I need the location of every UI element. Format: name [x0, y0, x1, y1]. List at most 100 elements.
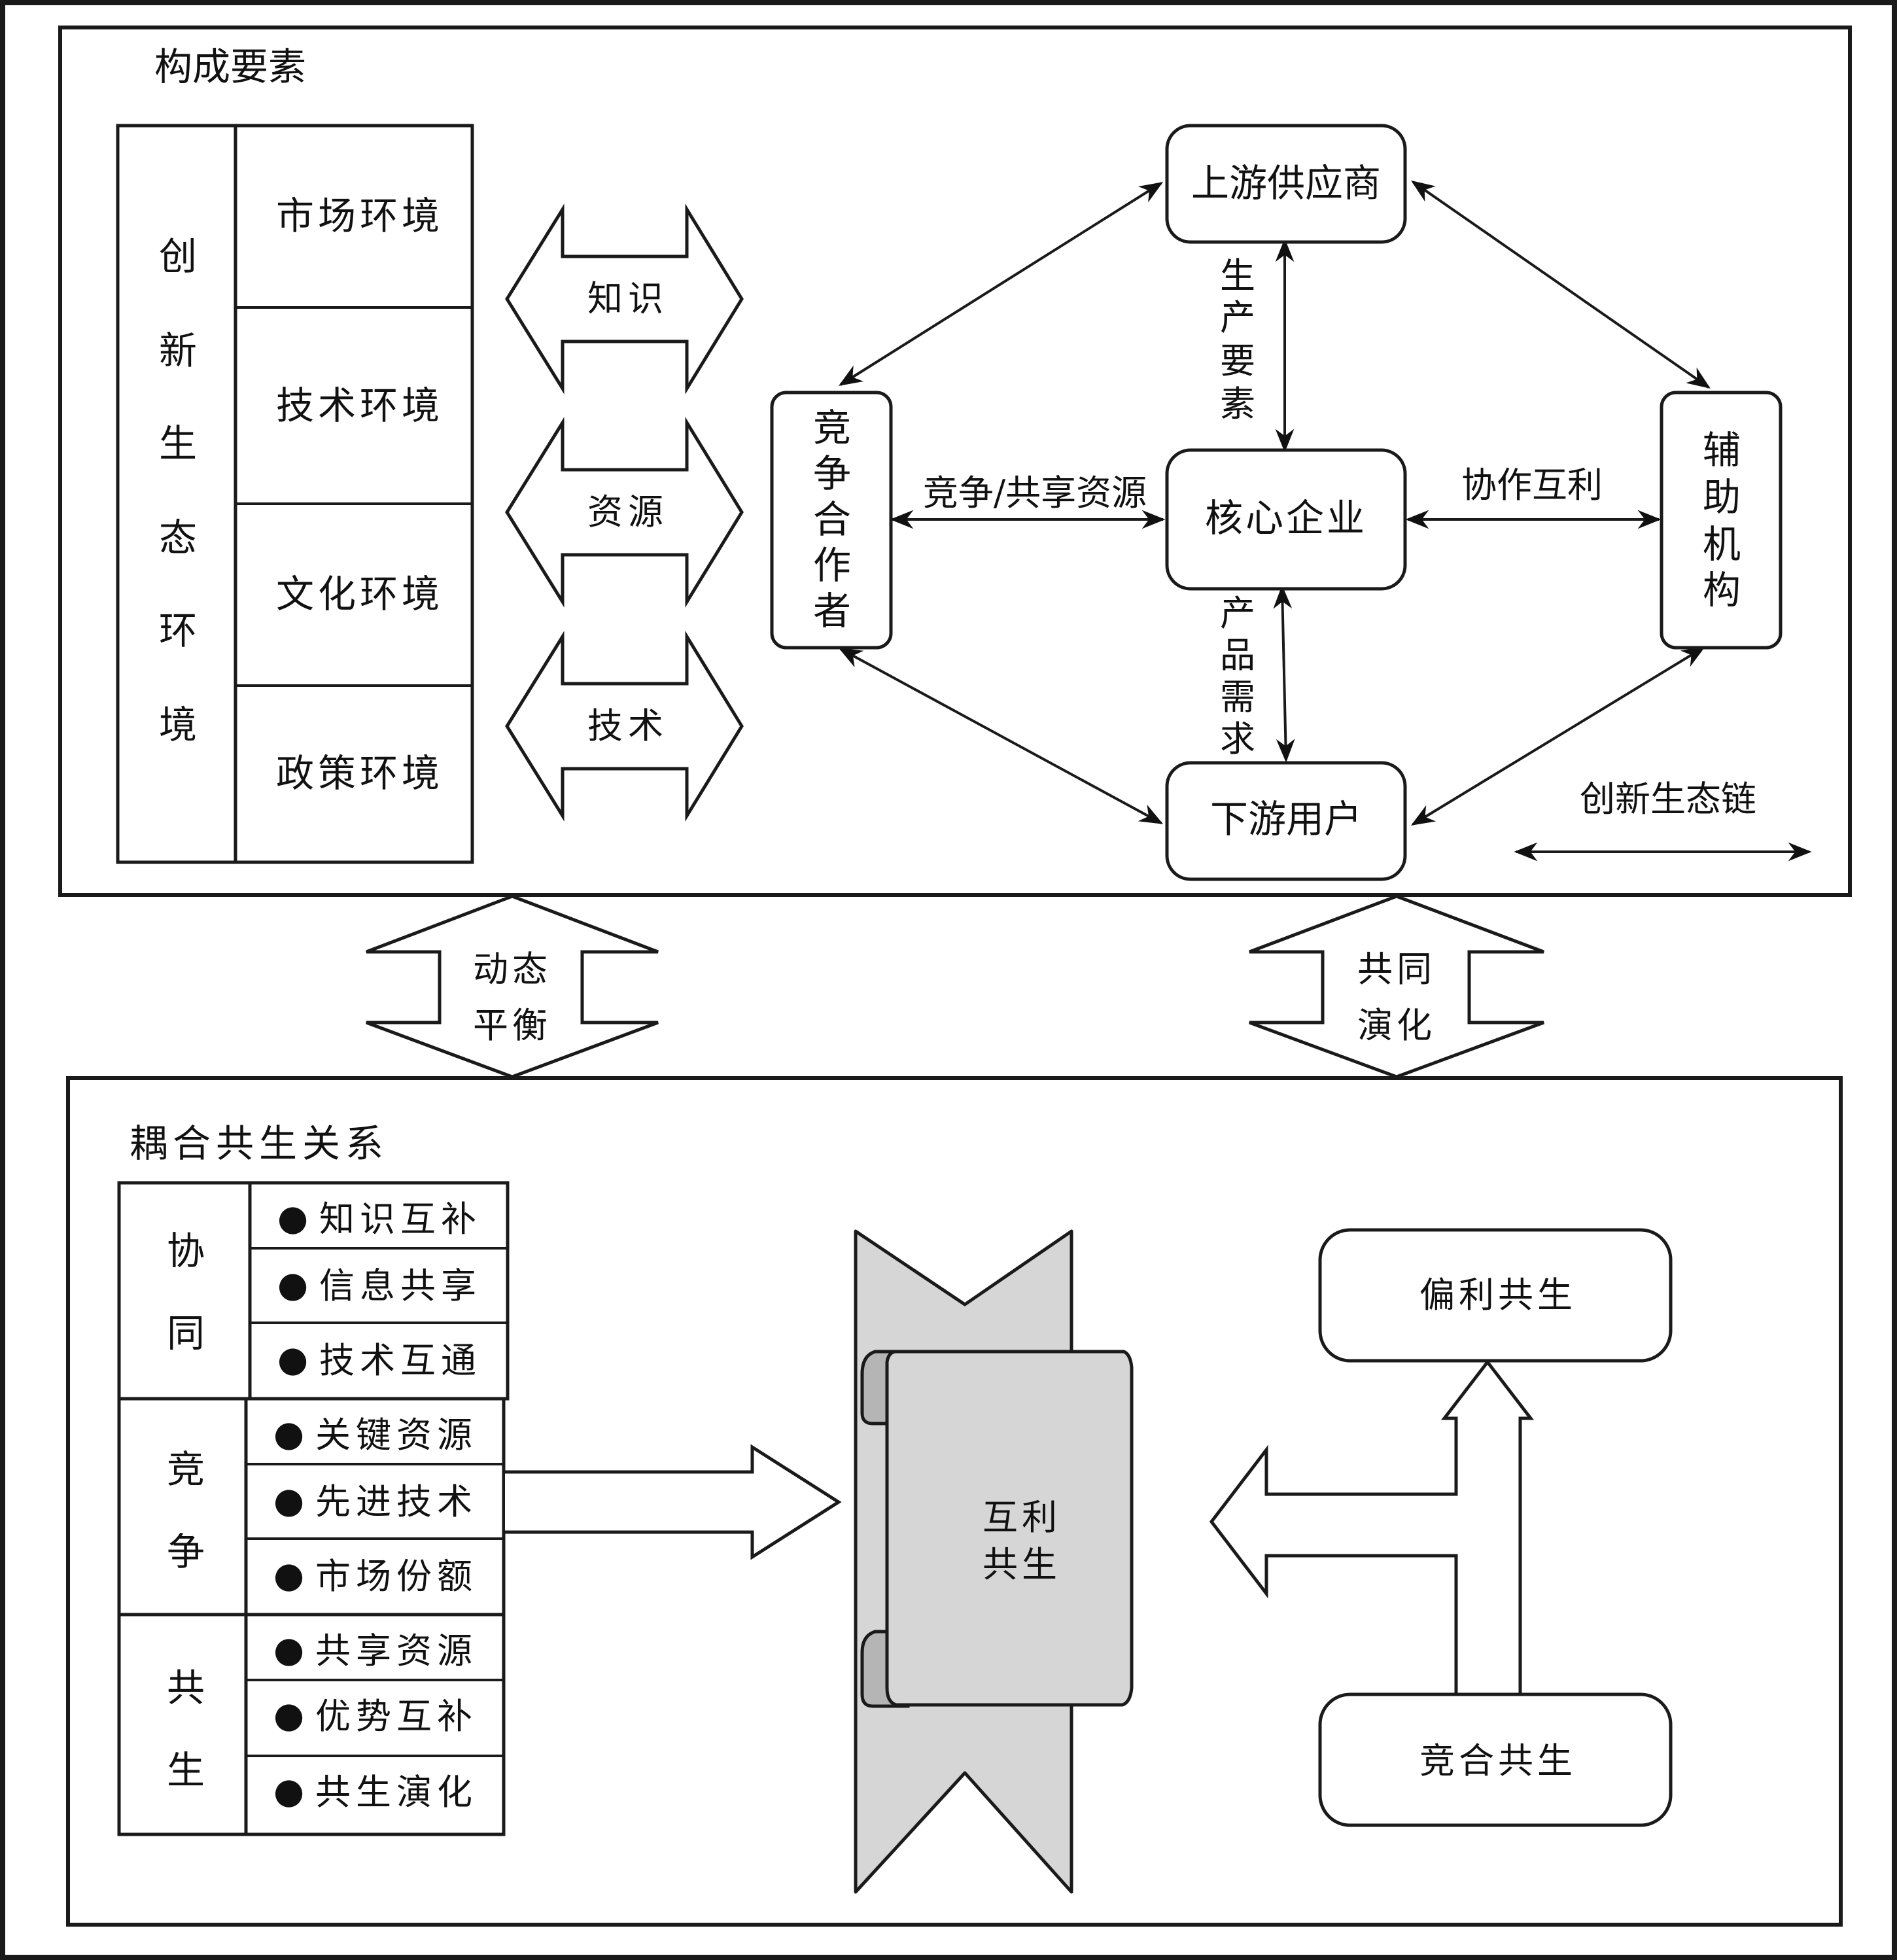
double-arrow-icon [505, 631, 744, 822]
bullet-icon: ● [277, 1197, 308, 1238]
edge-label-char: 求 [1220, 718, 1255, 760]
node-label-char: 争 [813, 451, 851, 496]
node-commensalism: 偏利共生 [1318, 1228, 1673, 1363]
node-downstream-user: 下游用户 [1165, 761, 1407, 881]
group-label-cell [117, 1613, 248, 1836]
edge-label-competition: 竞争/共享资源 [923, 472, 1147, 514]
edge-upstream-support [1411, 180, 1711, 389]
group-label-cell [117, 1181, 252, 1401]
environment-label-char: 生 [159, 421, 197, 466]
item-label: 共享资源 [315, 1630, 478, 1671]
list-item: ● 共享资源 [273, 1629, 478, 1671]
item-label: 技术互通 [319, 1340, 481, 1381]
node-label: 下游用户 [1210, 797, 1362, 841]
edge-competitor-downstream [838, 648, 1164, 824]
node-label-char: 竞 [813, 406, 851, 450]
list-item: ● 技术互通 [277, 1339, 481, 1381]
node-label-char: 作 [813, 543, 851, 587]
connector-label-line2: 平衡 [473, 1005, 551, 1046]
legend-label: 创新生态链 [1580, 779, 1756, 820]
list-item: ● 优势互补 [273, 1694, 478, 1737]
edge-label-char: 需 [1220, 676, 1255, 718]
group-items-cell [248, 1181, 510, 1401]
node-label: 核心企业 [1205, 496, 1367, 540]
bullet-icon: ● [273, 1413, 304, 1454]
node-box [770, 391, 893, 650]
bullet-icon: ● [277, 1339, 308, 1380]
bottom-section-title: 耦合共生关系 [130, 1121, 389, 1166]
flow-label: 知识 [587, 278, 669, 319]
node-box [1318, 1228, 1673, 1363]
list-item: ● 共生演化 [273, 1770, 472, 1813]
environment-item-culture: 文化环境 [276, 572, 444, 616]
group-label-char: 同 [167, 1311, 205, 1356]
top-section: 构成要素 创 新 生 态 环 境 市场环境 技术环境 文化环境 政策环境 知识 [58, 26, 1852, 897]
connector-label-line1: 动态 [473, 949, 551, 990]
environment-item-policy: 政策环境 [276, 751, 444, 796]
environment-items-cell [234, 124, 474, 864]
node-label-char: 者 [813, 589, 851, 633]
mutualism-scroll: 互利 共生 [854, 1229, 1134, 1894]
edge-label-char: 产 [1220, 593, 1255, 634]
item-label: 关键资源 [315, 1414, 478, 1456]
group-items-cell [244, 1397, 506, 1617]
node-label: 竞合共生 [1419, 1740, 1576, 1781]
node-box [1660, 391, 1783, 650]
flow-arrows: 知识 资源 技术 [505, 203, 744, 822]
list-item: ● 信息共享 [277, 1264, 481, 1306]
group-label-char: 协 [167, 1229, 205, 1273]
node-label-char: 合 [813, 497, 851, 542]
bullet-icon: ● [273, 1629, 304, 1670]
top-section-title: 构成要素 [154, 44, 306, 89]
item-label: 优势互补 [315, 1696, 478, 1737]
node-label-char: 机 [1703, 522, 1741, 567]
node-box [1318, 1692, 1673, 1827]
node-label: 上游供应商 [1191, 161, 1381, 205]
item-label: 信息共享 [319, 1265, 481, 1306]
environment-label-char: 态 [159, 516, 197, 560]
edge-label-cooperation: 协作互利 [1461, 464, 1603, 506]
legend: 创新生态链 [1514, 779, 1812, 862]
edge-core-downstream [1273, 585, 1295, 763]
environment-label-char: 新 [159, 328, 197, 373]
flow-label: 资源 [587, 491, 669, 533]
group-label-char: 竞 [167, 1447, 205, 1492]
environment-label-cell [116, 124, 237, 864]
flow-arrow-technology: 技术 [505, 631, 744, 822]
node-competitor: 竞 争 合 作 者 [770, 391, 893, 650]
group-label-char: 争 [167, 1530, 205, 1574]
bottom-section: 耦合共生关系 协 同 竞 争 共 生 [66, 1076, 1843, 1927]
top-section-frame [58, 26, 1852, 897]
list-item: ● 先进技术 [273, 1480, 478, 1522]
edge-label-char: 要 [1220, 340, 1255, 381]
bullet-icon: ● [273, 1770, 304, 1811]
item-label: 先进技术 [315, 1481, 478, 1522]
list-item: ● 关键资源 [273, 1413, 478, 1456]
environment-item-market: 市场环境 [276, 194, 444, 238]
connector-co-evolution: 共同 演化 [1249, 894, 1544, 1079]
node-box [1165, 448, 1407, 591]
node-coopetition: 竞合共生 [1318, 1692, 1673, 1827]
edge-competitor-upstream [838, 182, 1164, 386]
group-label-char: 生 [167, 1748, 205, 1793]
center-label-line1: 互利 [983, 1497, 1061, 1538]
connector-dynamic-balance: 动态 平衡 [366, 894, 659, 1079]
relationship-table: 协 同 竞 争 共 生 ● 知识互补 ● 信息共享 ● 技术互通 ● 关键资源 [117, 1181, 510, 1836]
bullet-icon: ● [273, 1694, 304, 1736]
right-block-arrow-icon [505, 1444, 842, 1560]
item-label: 知识互补 [319, 1199, 481, 1240]
edge-support-downstream [1410, 646, 1706, 826]
list-item: ● 市场份额 [273, 1554, 478, 1597]
connector-label-line2: 演化 [1357, 1005, 1436, 1046]
list-item: ● 知识互补 [277, 1197, 481, 1240]
center-label-line2: 共生 [983, 1544, 1061, 1585]
node-label-char: 助 [1703, 475, 1741, 519]
node-upstream-supplier: 上游供应商 [1165, 124, 1407, 244]
environment-label-char: 创 [159, 234, 197, 279]
item-label: 市场份额 [315, 1556, 478, 1597]
environment-label-char: 境 [159, 703, 197, 747]
node-label-char: 构 [1703, 568, 1741, 612]
edge-label-char: 产 [1220, 297, 1255, 338]
node-box [1165, 124, 1407, 244]
